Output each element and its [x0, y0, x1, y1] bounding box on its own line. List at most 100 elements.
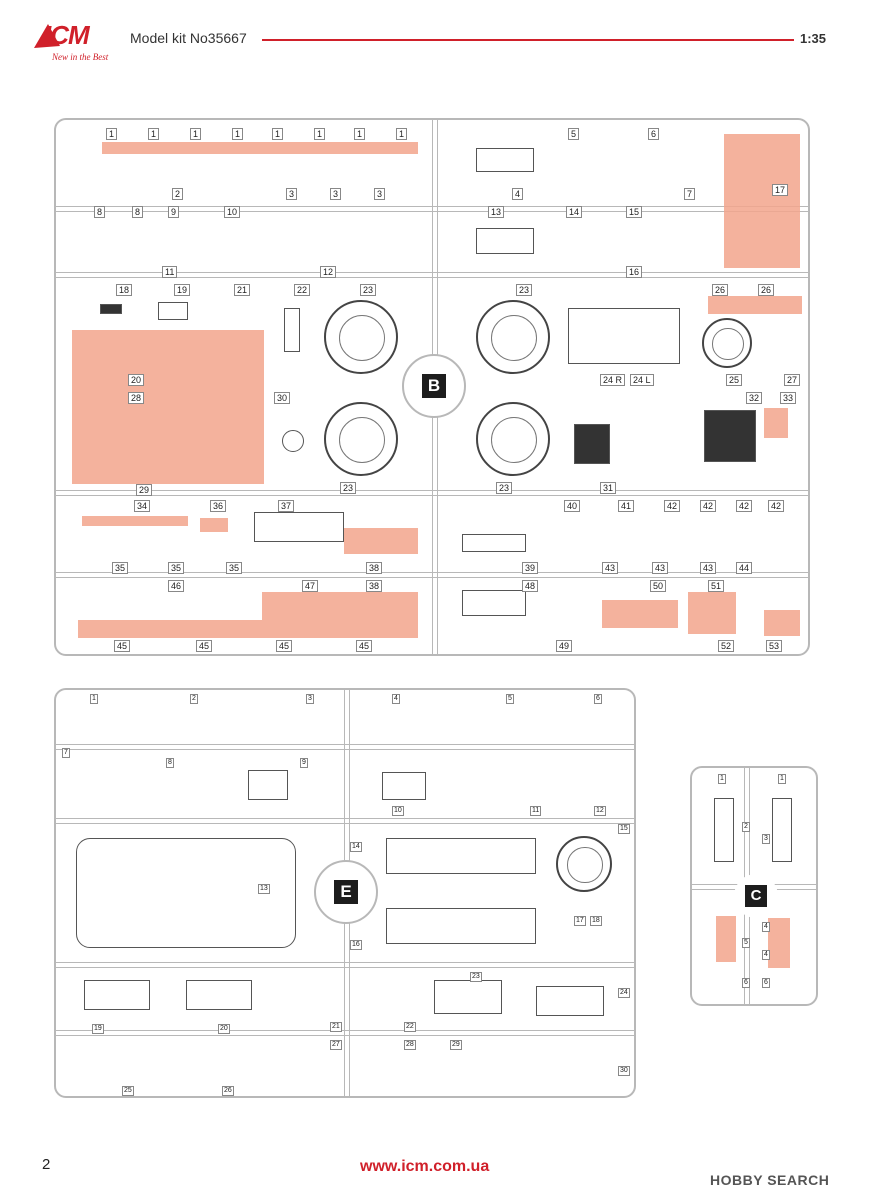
part-number: 17	[574, 916, 586, 926]
website-link[interactable]: www.icm.com.ua	[360, 1158, 490, 1175]
part-number: 1	[232, 128, 244, 140]
part-number: 24 L	[630, 374, 654, 386]
part-number: 7	[684, 188, 696, 200]
part-number: 3	[762, 834, 770, 844]
part-number: 1	[354, 128, 366, 140]
part-number: 5	[506, 694, 514, 704]
sprue-b-runner-4	[56, 572, 808, 578]
part-number: 38	[366, 562, 383, 574]
part-number: 45	[356, 640, 373, 652]
part-19	[84, 980, 150, 1010]
part-39	[462, 534, 526, 552]
part-number: 17	[772, 184, 789, 196]
part-number: 15	[618, 824, 630, 834]
part-number: 1	[190, 128, 202, 140]
wheel-part-23-bottom-right	[476, 402, 550, 476]
part-24	[536, 986, 604, 1016]
sprue-e-runner-2	[56, 818, 634, 824]
part-number: 43	[700, 562, 717, 574]
part-number: 35	[226, 562, 243, 574]
header-divider	[262, 39, 794, 41]
part-number: 16	[350, 940, 362, 950]
part-number: 39	[522, 562, 539, 574]
page-header: ICM New in the Best Model kit No35667 1:…	[0, 0, 869, 80]
highlight-part-53	[764, 610, 800, 636]
part-number: 21	[330, 1022, 342, 1032]
logo-text: ICM	[44, 20, 90, 50]
sprue-b-runner-1	[56, 206, 808, 212]
part-number: 20	[218, 1024, 230, 1034]
sprue-e-label: E	[314, 860, 378, 924]
wheel-part-23-top-right	[476, 300, 550, 374]
part-number: 15	[626, 206, 643, 218]
part-number: 52	[718, 640, 735, 652]
part-number: 43	[652, 562, 669, 574]
part-number: 8	[166, 758, 174, 768]
part-number: 53	[766, 640, 783, 652]
part-number: 28	[128, 392, 145, 404]
part-number: 1	[272, 128, 284, 140]
sprue-e-frame: E 1 2 3 4 5 6 7 8 9 10 11 12 13 14 15 16…	[54, 688, 636, 1098]
part-number: 33	[780, 392, 797, 404]
part-24	[568, 308, 680, 364]
part-number: 20	[128, 374, 145, 386]
part-number: 14	[350, 842, 362, 852]
part-number: 45	[276, 640, 293, 652]
part-20	[186, 980, 252, 1010]
part-number: 5	[742, 938, 750, 948]
icm-logo: ICM New in the Best	[30, 18, 110, 68]
part-number: 47	[302, 580, 319, 592]
part-number: 44	[736, 562, 753, 574]
highlight-part-c-5	[716, 916, 736, 962]
part-number: 4	[762, 922, 770, 932]
part-number: 1	[90, 694, 98, 704]
part-number: 29	[136, 484, 153, 496]
part-number: 48	[522, 580, 539, 592]
part-9	[248, 770, 288, 800]
part-number: 9	[300, 758, 308, 768]
part-number: 14	[566, 206, 583, 218]
part-number: 21	[234, 284, 251, 296]
part-number: 16	[626, 266, 643, 278]
part-number: 24 R	[600, 374, 626, 386]
highlight-part-47	[262, 592, 418, 620]
part-number: 6	[594, 694, 602, 704]
watermark-text: HOBBY SEARCH	[710, 1172, 830, 1188]
part-number: 13	[488, 206, 505, 218]
icm-logo-graphic	[34, 24, 60, 48]
sprue-b-frame: B 1 1 1 1 1 1 1 1 2 3 3 3 4 5 6 7 8 8 9 …	[54, 118, 810, 656]
part-number: 19	[174, 284, 191, 296]
part-number: 4	[392, 694, 400, 704]
wheel-part-23-top-left	[324, 300, 398, 374]
steering-wheel-part-25	[702, 318, 752, 368]
part-number: 42	[736, 500, 753, 512]
part-number: 23	[340, 482, 357, 494]
radiator-part-31	[574, 424, 610, 464]
part-23	[434, 980, 502, 1014]
body-side-part-lower	[386, 908, 536, 944]
part-number: 25	[122, 1086, 134, 1096]
part-22	[284, 308, 300, 352]
part-number: 6	[742, 978, 750, 988]
highlight-part-34	[82, 516, 188, 526]
part-number: 23	[496, 482, 513, 494]
part-number: 1	[718, 774, 726, 784]
highlight-part-1-row	[102, 142, 418, 154]
part-number: 11	[530, 806, 542, 816]
part-number: 42	[768, 500, 785, 512]
sprue-c-frame: C 1 1 2 3 4 4 5 6 6	[690, 766, 818, 1006]
part-number: 38	[366, 580, 383, 592]
part-number: 8	[94, 206, 106, 218]
part-number: 3	[330, 188, 342, 200]
wheel-part-23-bottom-left	[324, 402, 398, 476]
part-number: 40	[564, 500, 581, 512]
highlight-part-33	[764, 408, 788, 438]
part-number: 26	[758, 284, 775, 296]
part-number: 23	[470, 972, 482, 982]
part-number: 36	[210, 500, 227, 512]
highlight-part-17	[724, 134, 800, 268]
part-number: 10	[392, 806, 404, 816]
part-number: 3	[286, 188, 298, 200]
part-number: 3	[374, 188, 386, 200]
part-number: 27	[784, 374, 801, 386]
